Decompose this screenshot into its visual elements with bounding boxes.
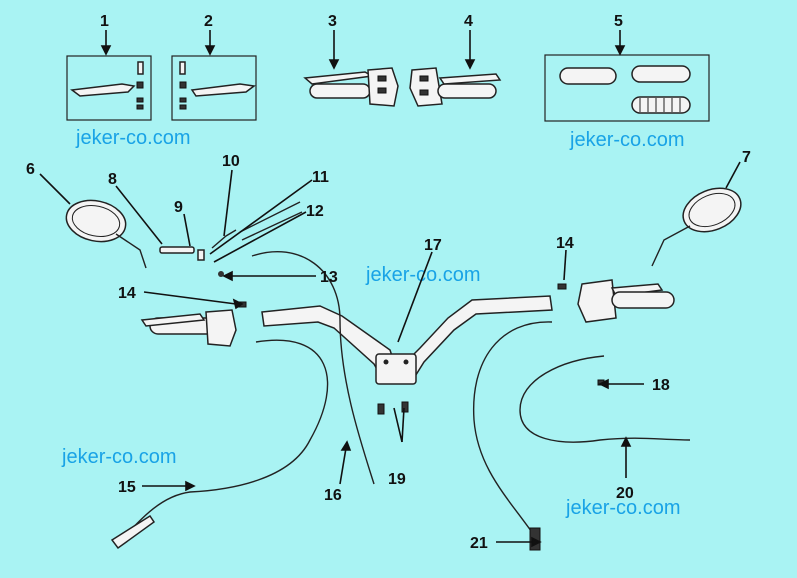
leader-lines — [39, 30, 741, 548]
callout-18: 18 — [652, 377, 670, 394]
callout-2: 2 — [204, 13, 213, 30]
callout-10: 10 — [222, 153, 240, 170]
callout-8: 8 — [108, 171, 117, 188]
callout-19: 19 — [388, 471, 406, 488]
callout-6: 6 — [26, 161, 35, 178]
callout-15: 15 — [118, 479, 136, 496]
callout-11: 11 — [312, 169, 329, 186]
part-14-right-switch-housing — [557, 279, 675, 323]
cable-15 — [115, 339, 329, 547]
handlebar-assembly — [261, 295, 553, 385]
part-4-right-switch-grip — [409, 67, 502, 107]
callout-4: 4 — [464, 13, 473, 30]
part-1-brake-lever-left — [66, 55, 152, 121]
callout-7: 7 — [742, 149, 751, 166]
cable-21 — [472, 321, 553, 539]
parts-8-13-hardware — [159, 201, 303, 277]
callout-20: 20 — [616, 485, 634, 502]
cable-20 — [519, 355, 691, 443]
watermark-bottom-right: jeker-co.com — [565, 497, 680, 519]
part-14-left-switch-housing — [140, 301, 247, 347]
part-5-grips — [544, 54, 710, 122]
part-7-right-mirror — [651, 187, 742, 267]
callout-3: 3 — [328, 13, 337, 30]
callout-14-left: 14 — [118, 285, 136, 302]
callout-16: 16 — [324, 487, 342, 504]
cable-16 — [251, 251, 375, 485]
callout-14-right: 14 — [556, 235, 574, 252]
part-19-bolts — [377, 401, 409, 415]
watermark-top-right: jeker-co.com — [569, 129, 684, 151]
callout-5: 5 — [614, 13, 623, 30]
watermark-top-left: jeker-co.com — [75, 127, 190, 149]
watermark-bottom-left: jeker-co.com — [61, 446, 176, 468]
callout-1: 1 — [100, 13, 109, 30]
part-2-brake-lever-right — [171, 55, 257, 121]
part-6-left-mirror — [65, 199, 147, 269]
callout-9: 9 — [174, 199, 183, 216]
callout-17: 17 — [424, 237, 442, 254]
part-3-left-switch-grip — [303, 67, 399, 107]
callout-21: 21 — [470, 535, 488, 552]
callout-13: 13 — [320, 269, 338, 286]
callout-12: 12 — [306, 203, 324, 220]
